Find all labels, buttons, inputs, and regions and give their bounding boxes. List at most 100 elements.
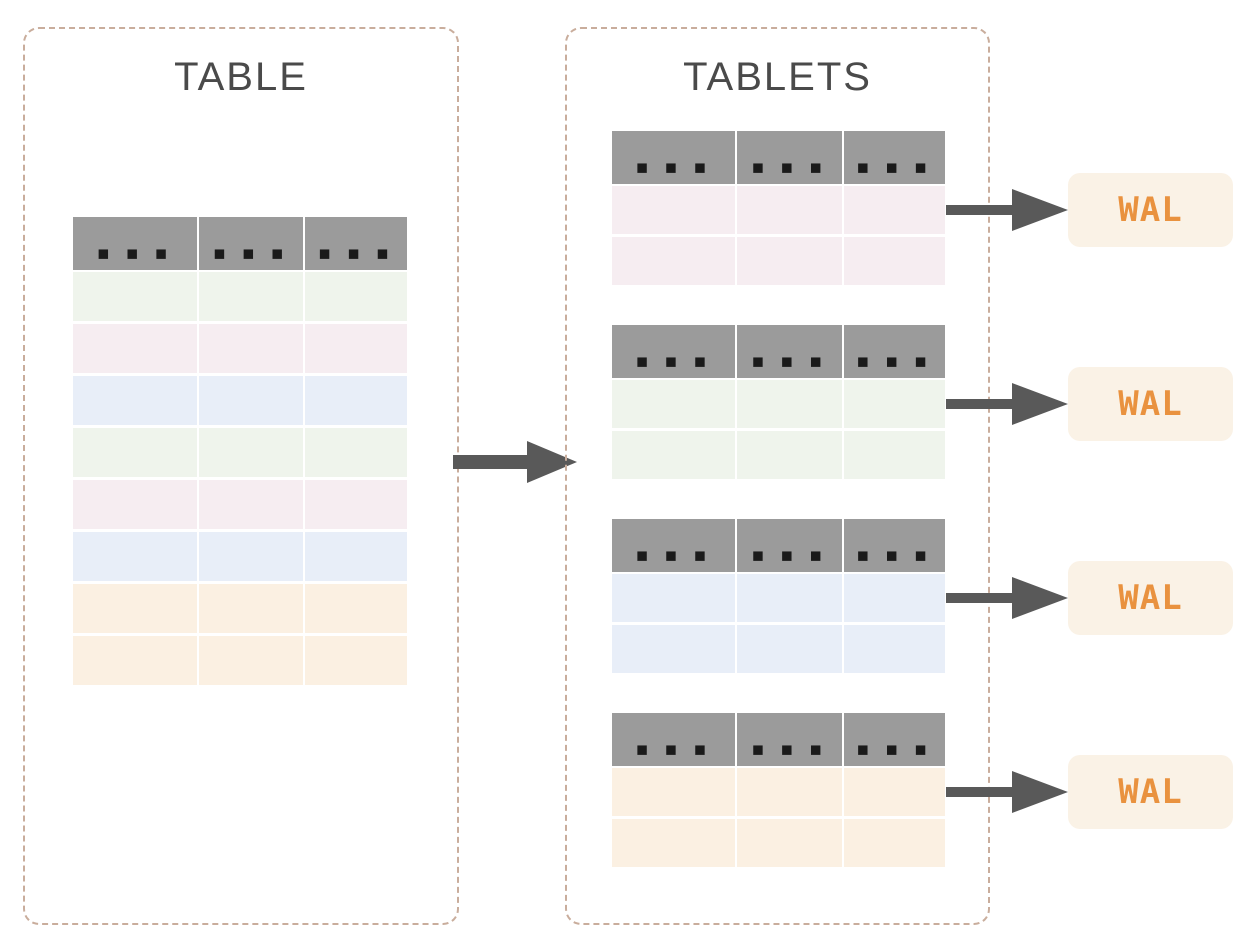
table-cell [305, 272, 407, 321]
wal-label: WAL [1118, 578, 1183, 618]
table-cell [737, 574, 842, 622]
table-cell [843, 768, 945, 816]
table-cell [73, 324, 197, 373]
table-cell [198, 532, 304, 581]
ellipsis-dots: ▪ ▪ ▪ [635, 156, 712, 178]
table-cell [843, 819, 945, 867]
tablet-1: ▪ ▪ ▪ ▪ ▪ ▪ ▪ ▪ ▪ [612, 131, 945, 288]
tablets-panel-title: TABLETS [683, 55, 872, 99]
tablet-3: ▪ ▪ ▪ ▪ ▪ ▪ ▪ ▪ ▪ [612, 519, 945, 676]
table-header-cell: ▪ ▪ ▪ [612, 519, 736, 572]
wal-box: WAL [1068, 173, 1233, 247]
table-cell [73, 428, 197, 477]
wal-arrow-icon [946, 770, 1068, 814]
table-header-cell: ▪ ▪ ▪ [843, 131, 945, 184]
table-cell [198, 376, 304, 425]
ellipsis-dots: ▪ ▪ ▪ [856, 350, 933, 372]
table-row [73, 324, 407, 373]
tablets-panel: TABLETS ▪ ▪ ▪▪ ▪ ▪▪ ▪ ▪▪ ▪ ▪▪ ▪ ▪▪ ▪ ▪▪ … [565, 27, 990, 925]
table-cell [305, 376, 407, 425]
table-header-cell: ▪ ▪ ▪ [612, 713, 736, 766]
tablet-header-row: ▪ ▪ ▪ ▪ ▪ ▪ ▪ ▪ ▪ [612, 131, 945, 184]
table-cell [198, 428, 304, 477]
wal-label: WAL [1118, 190, 1183, 230]
table-cell [305, 532, 407, 581]
table-cell [73, 532, 197, 581]
table-header-cell: ▪ ▪ ▪ [305, 217, 407, 270]
tablet-row [612, 768, 945, 816]
table-header-cell: ▪ ▪ ▪ [612, 131, 736, 184]
table-cell [73, 584, 197, 633]
table-cell [612, 380, 736, 428]
split-arrow-icon [453, 439, 577, 485]
table-cell [843, 431, 945, 479]
table-cell [198, 636, 304, 685]
table-header-cell: ▪ ▪ ▪ [198, 217, 304, 270]
table-panel: TABLE ▪ ▪ ▪ ▪ ▪ ▪ ▪ ▪ ▪ [23, 27, 459, 925]
table-row [73, 428, 407, 477]
tablet-header-row: ▪ ▪ ▪▪ ▪ ▪▪ ▪ ▪ [612, 325, 945, 378]
table-cell [737, 380, 842, 428]
wal-arrow-icon [946, 188, 1068, 232]
table-row [73, 584, 407, 633]
table-cell [612, 819, 736, 867]
table-cell [843, 625, 945, 673]
ellipsis-dots: ▪ ▪ ▪ [751, 350, 828, 372]
ellipsis-dots: ▪ ▪ ▪ [96, 242, 173, 264]
tablet-header-row: ▪ ▪ ▪ ▪ ▪ ▪ ▪ ▪ ▪ [612, 519, 945, 572]
table-cell [843, 380, 945, 428]
tablet-row [612, 237, 945, 285]
table-cell [198, 584, 304, 633]
tablet-2: ▪ ▪ ▪▪ ▪ ▪▪ ▪ ▪ [612, 325, 945, 482]
table-header-cell: ▪ ▪ ▪ [843, 519, 945, 572]
table-cell [305, 324, 407, 373]
table-cell [305, 584, 407, 633]
table-cell [612, 431, 736, 479]
table-cell [737, 431, 842, 479]
table-header-cell: ▪ ▪ ▪ [737, 325, 842, 378]
tablet-row [612, 380, 945, 428]
table-header-cell: ▪ ▪ ▪ [843, 713, 945, 766]
table-row [73, 376, 407, 425]
table-cell [843, 574, 945, 622]
table-header-cell: ▪ ▪ ▪ [737, 131, 842, 184]
table-row [73, 532, 407, 581]
table-cell [612, 574, 736, 622]
table-cell [737, 625, 842, 673]
wal-label: WAL [1118, 384, 1183, 424]
ellipsis-dots: ▪ ▪ ▪ [635, 544, 712, 566]
ellipsis-dots: ▪ ▪ ▪ [751, 156, 828, 178]
table-header-cell: ▪ ▪ ▪ [73, 217, 197, 270]
table-cell [73, 376, 197, 425]
table-header-cell: ▪ ▪ ▪ [843, 325, 945, 378]
table-cell [305, 636, 407, 685]
source-table-header-row: ▪ ▪ ▪ ▪ ▪ ▪ ▪ ▪ ▪ [73, 217, 407, 270]
table-header-cell: ▪ ▪ ▪ [737, 519, 842, 572]
table-cell [737, 819, 842, 867]
tablet-row [612, 186, 945, 234]
table-row [73, 480, 407, 529]
table-cell [612, 186, 736, 234]
tablet-header-row: ▪ ▪ ▪ ▪ ▪ ▪ ▪ ▪ ▪ [612, 713, 945, 766]
table-row [73, 272, 407, 321]
ellipsis-dots: ▪ ▪ ▪ [213, 242, 289, 264]
table-cell [612, 768, 736, 816]
wal-arrow-icon [946, 576, 1068, 620]
ellipsis-dots: ▪ ▪ ▪ [635, 738, 712, 760]
ellipsis-dots: ▪ ▪ ▪ [318, 242, 394, 264]
tablet-row [612, 625, 945, 673]
table-cell [73, 480, 197, 529]
table-cell [198, 272, 304, 321]
wal-label: WAL [1118, 772, 1183, 812]
table-panel-title: TABLE [174, 55, 308, 99]
table-cell [73, 272, 197, 321]
table-cell [737, 186, 842, 234]
table-header-cell: ▪ ▪ ▪ [737, 713, 842, 766]
wal-arrow-icon [946, 382, 1068, 426]
ellipsis-dots: ▪ ▪ ▪ [856, 544, 933, 566]
tablet-4: ▪ ▪ ▪ ▪ ▪ ▪ ▪ ▪ ▪ [612, 713, 945, 870]
table-row [73, 636, 407, 685]
table-cell [73, 636, 197, 685]
ellipsis-dots: ▪ ▪ ▪ [751, 738, 828, 760]
